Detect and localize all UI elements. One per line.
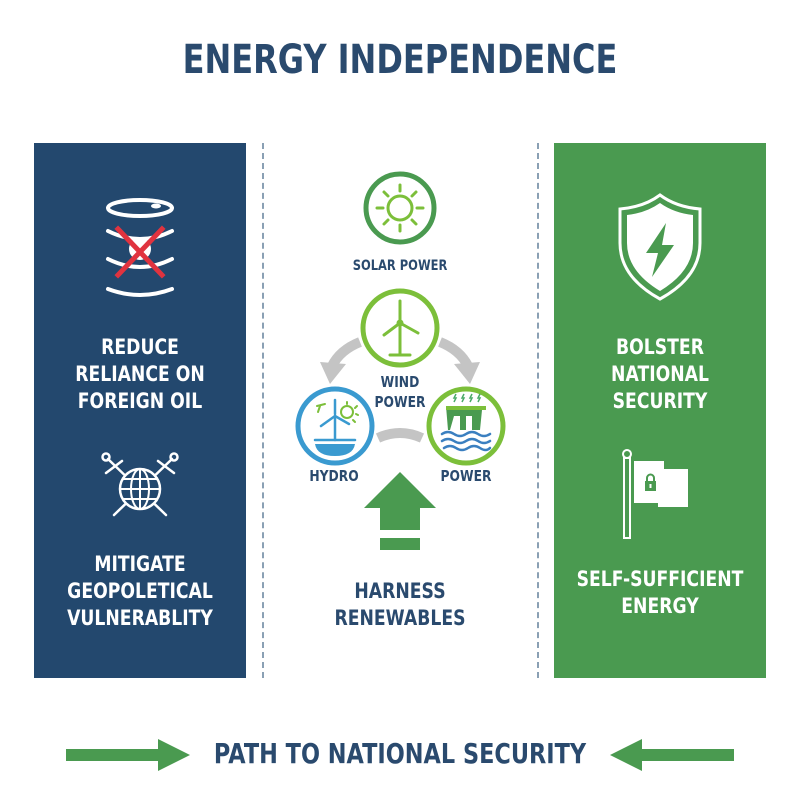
sun-icon bbox=[363, 171, 437, 245]
self-sufficient-line2: ENERGY bbox=[621, 594, 699, 618]
shield-lightning-icon bbox=[618, 193, 702, 301]
path-to-national-security: PATH TO NATIONAL SECURITY bbox=[213, 737, 587, 770]
dashed-divider-right bbox=[537, 143, 539, 678]
left-arrow-icon bbox=[610, 739, 734, 771]
wind-turbine-icon bbox=[360, 288, 440, 368]
bolster-line3: SECURITY bbox=[612, 389, 708, 413]
right-arrow-icon bbox=[66, 739, 190, 771]
mitigate-line3: VULNERABLITY bbox=[67, 606, 213, 630]
turbine-sun-water-icon bbox=[295, 386, 375, 466]
solar-power-label: SOLAR POWER bbox=[352, 258, 448, 274]
power-label: POWER bbox=[440, 467, 492, 485]
mitigate-line2: GEOPOLETICAL bbox=[67, 579, 213, 603]
hydro-label: HYDRO bbox=[309, 467, 359, 485]
left-panel: REDUCE RELIANCE ON FOREIGN OIL MITIGATE … bbox=[34, 143, 246, 678]
harness-line1: HARNESS bbox=[354, 579, 446, 603]
wind-label-line1: WIND bbox=[380, 373, 420, 391]
bolster-line2: NATIONAL bbox=[611, 362, 709, 386]
reduce-reliance-line3: FOREIGN OIL bbox=[77, 389, 203, 413]
cycle-arrows-icon bbox=[320, 337, 480, 443]
up-arrow-icon bbox=[364, 472, 436, 550]
right-panel: BOLSTER NATIONAL SECURITY SELF-SUFFICIEN… bbox=[554, 143, 766, 678]
self-sufficient-line1: SELF-SUFFICIENT bbox=[576, 567, 744, 591]
page-title: ENERGY INDEPENDENCE bbox=[182, 37, 618, 83]
mitigate-line1: MITIGATE bbox=[94, 552, 186, 576]
bolster-line1: BOLSTER bbox=[616, 335, 704, 359]
oil-barrel-crossed-icon bbox=[106, 198, 174, 297]
dam-icon bbox=[426, 386, 506, 466]
flag-lock-icon bbox=[622, 449, 688, 539]
harness-line2: RENEWABLES bbox=[334, 606, 466, 630]
globe-crossed-swords-icon bbox=[101, 452, 179, 517]
dashed-divider-left bbox=[262, 143, 264, 678]
reduce-reliance-line1: REDUCE bbox=[101, 335, 179, 359]
reduce-reliance-line2: RELIANCE ON bbox=[75, 362, 205, 386]
wind-label-line2: POWER bbox=[374, 393, 426, 411]
